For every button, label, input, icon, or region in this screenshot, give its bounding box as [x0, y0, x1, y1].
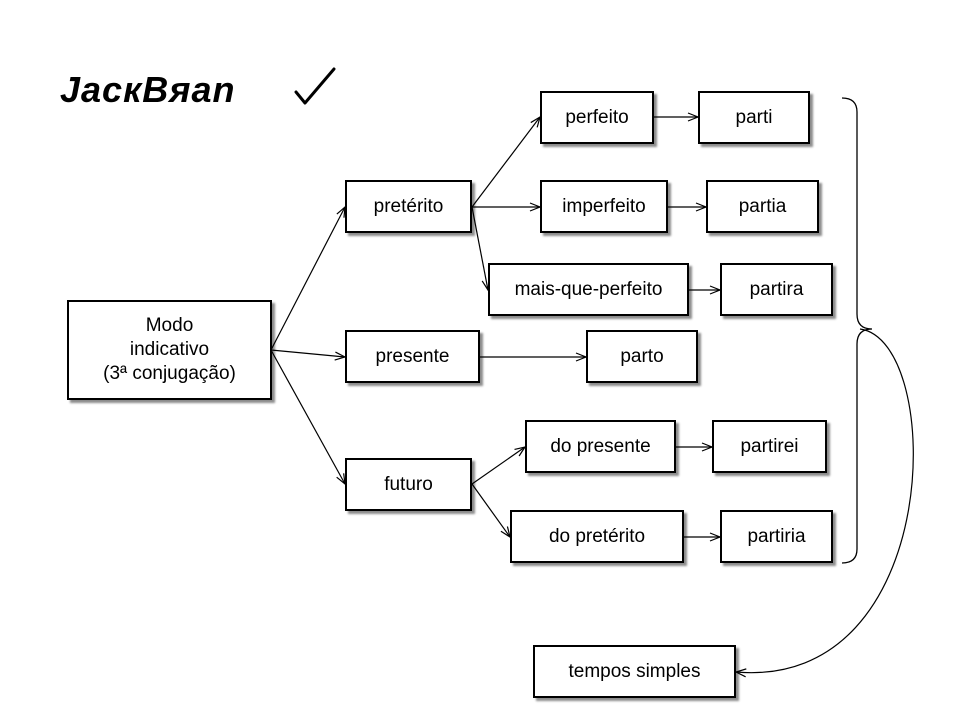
node-presente: presente: [345, 330, 480, 383]
node-parti: parti: [698, 91, 810, 144]
node-futuro: futuro: [345, 458, 472, 511]
edge-futuro-do-presente: [471, 447, 525, 485]
edge-preterito-mais-que-perfeito: [471, 206, 488, 290]
node-mais-que-perfeito: mais-que-perfeito: [488, 263, 689, 316]
edge-preterito-perfeito: [471, 117, 540, 208]
node-modo-indicativo-line1: Modo: [145, 315, 194, 337]
edge-futuro-do-preterito: [471, 483, 510, 537]
node-imperfeito: imperfeito: [540, 180, 668, 233]
node-do-preterito: do pretérito: [510, 510, 684, 563]
edge-root-preterito: [270, 207, 345, 351]
right-brace: [841, 97, 873, 564]
node-preterito: pretérito: [345, 180, 472, 233]
node-partia: partia: [706, 180, 819, 233]
node-do-presente: do presente: [525, 420, 676, 473]
node-modo-indicativo-line3: (3ª conjugação): [103, 362, 236, 384]
edge-root-futuro: [270, 349, 345, 484]
node-partirei: partirei: [712, 420, 827, 473]
node-tempos-simples: tempos simples: [533, 645, 736, 698]
node-partiria: partiria: [720, 510, 833, 563]
node-partira: partira: [720, 263, 833, 316]
brace-to-tempos-simples-arrow: [736, 328, 914, 673]
logo-text: JacкBяan: [60, 69, 236, 110]
node-modo-indicativo-line2: indicativo: [129, 339, 210, 361]
node-perfeito: perfeito: [540, 91, 654, 144]
node-parto: parto: [586, 330, 698, 383]
check-mark-icon: [294, 67, 336, 105]
edge-root-presente: [270, 349, 345, 357]
node-modo-indicativo: Modo indicativo (3ª conjugação): [67, 300, 272, 400]
